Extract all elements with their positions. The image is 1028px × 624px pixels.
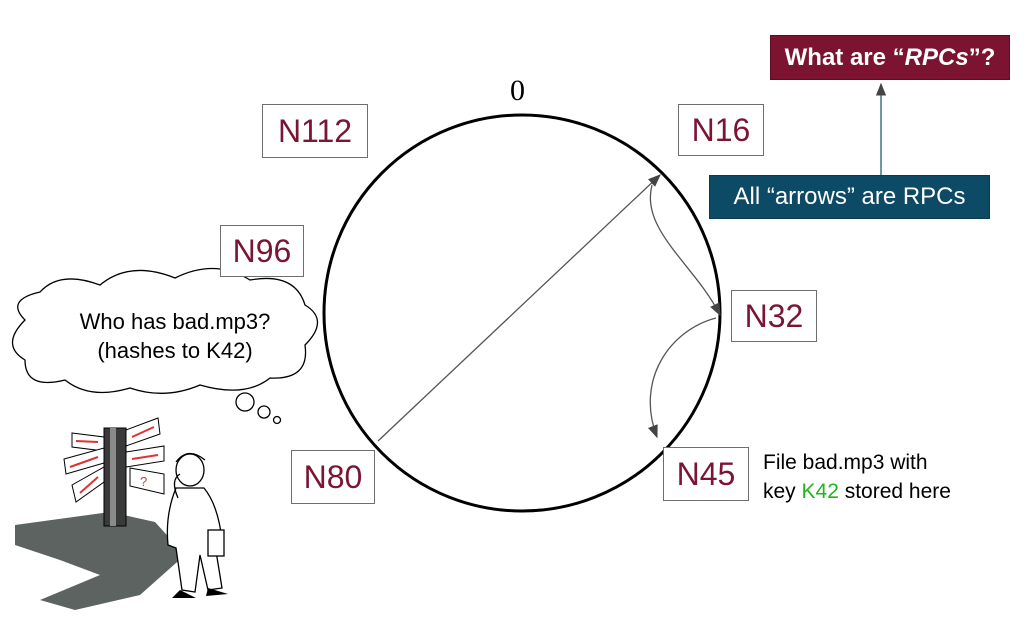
- file-note-line1: File bad.mp3 with: [763, 451, 928, 474]
- node-n112: N112: [262, 104, 368, 158]
- rpc-arrow-n16-to-n32: [649, 184, 721, 317]
- rpc-question-callout: What are “RPCs”?: [770, 35, 1010, 80]
- signpost-illustration: ?: [63, 417, 165, 527]
- node-n32: N32: [731, 290, 817, 342]
- node-n16: N16: [678, 104, 764, 156]
- thought-bubble-line1: Who has bad.mp3?: [79, 309, 271, 334]
- file-note-line2-prefix: key: [763, 480, 802, 503]
- node-n96: N96: [220, 225, 304, 277]
- node-n45: N45: [663, 447, 749, 501]
- identifier-ring: [322, 113, 722, 513]
- file-location-note: File bad.mp3 with key K42 stored here: [763, 448, 951, 506]
- rpc-note-callout: All “arrows” are RPCs: [709, 175, 990, 219]
- rpc-question-prefix: What are “: [784, 43, 905, 71]
- rpc-arrow-n32-to-n45: [647, 317, 717, 439]
- traveler-figure: [166, 452, 228, 598]
- rpc-question-term: RPCs: [904, 43, 969, 71]
- thought-bubble-line2: (hashes to K42): [97, 338, 253, 363]
- thought-bubble-text: Who has bad.mp3? (hashes to K42): [40, 307, 310, 365]
- traveler-shadow: [15, 512, 185, 610]
- file-note-key: K42: [801, 480, 839, 503]
- rpc-arrow-n80-to-n16: [377, 174, 661, 442]
- ring-zero-label: 0: [510, 74, 525, 107]
- thought-cloud: [11, 267, 319, 425]
- rpc-question-suffix: ”?: [968, 43, 996, 71]
- file-note-line2: key K42 stored here: [763, 477, 951, 506]
- file-note-line2-suffix: stored here: [838, 480, 951, 503]
- svg-text:?: ?: [140, 474, 147, 489]
- node-n80: N80: [291, 450, 375, 504]
